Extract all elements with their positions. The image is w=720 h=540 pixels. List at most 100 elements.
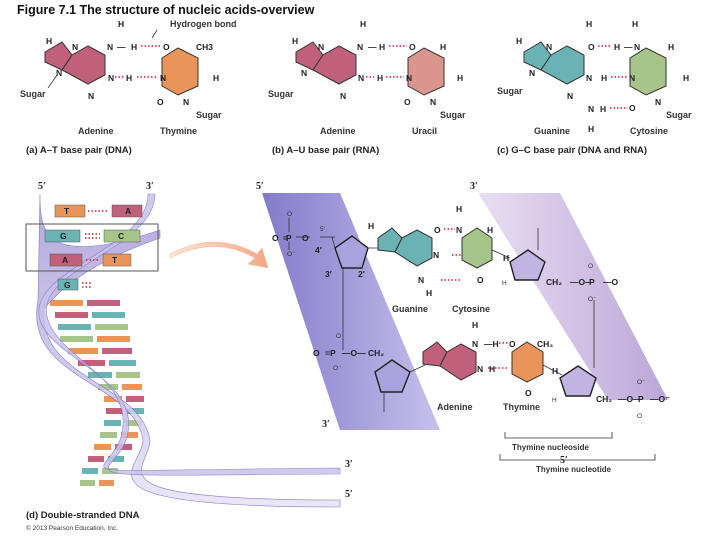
svg-text:3′: 3′ (325, 269, 332, 279)
svg-text:H: H (472, 320, 478, 330)
base-t-top (54, 204, 86, 218)
thymine-nucleoside-label: Thymine nucleoside (512, 443, 589, 452)
svg-text:N: N (629, 73, 635, 83)
sugar-label-c2: Sugar (666, 110, 692, 120)
detail-5prime-top: 5′ (256, 181, 264, 192)
base-t-label-2: T (112, 255, 118, 265)
svg-text:N: N (567, 91, 573, 101)
svg-text:2′: 2′ (358, 269, 365, 279)
svg-text:N: N (634, 42, 640, 52)
svg-text:—: — (624, 42, 633, 52)
molecular-detail: 5′ 3′ 3′ 5′ O = P O O O⁻ 5′ 4′ 3′ 2′ H O… (256, 181, 670, 474)
svg-text:N: N (357, 42, 363, 52)
nucleotide-bracket (499, 454, 656, 461)
svg-text:H: H (516, 36, 522, 46)
svg-text:H: H (118, 19, 124, 29)
svg-text:N: N (529, 68, 535, 78)
svg-text:N: N (588, 104, 594, 114)
caption-d: (d) Double-stranded DNA (26, 510, 140, 521)
guanine-six-ring (540, 45, 585, 85)
svg-text:N: N (183, 97, 189, 107)
sugar-ring-lower (374, 359, 411, 393)
uracil-label-b: Uracil (412, 126, 437, 136)
base-g-box (44, 229, 81, 243)
thymine-ring (161, 47, 199, 96)
cytosine-ring (629, 47, 667, 96)
sugar-label-a2: Sugar (196, 110, 222, 120)
adenine-label-b: Adenine (320, 126, 356, 136)
svg-text:=: = (283, 233, 288, 243)
svg-text:—O—: —O— (570, 277, 594, 287)
svg-text:N: N (655, 97, 661, 107)
svg-text:O: O (509, 339, 516, 349)
svg-text:O⁻: O⁻ (637, 379, 646, 386)
helix-3prime-bottom: 3′ (345, 459, 353, 470)
helix-rung-right (125, 420, 142, 426)
helix-rung-left (106, 408, 123, 414)
double-helix: 5′ 3′ T A G C A T G 3′ 5′ (d) Double-str… (25, 181, 353, 532)
helix-rung-left (60, 336, 93, 342)
svg-text:N: N (318, 42, 324, 52)
guanine-label-c: Guanine (534, 126, 570, 136)
svg-text:N: N (107, 42, 113, 52)
sugar-label-c: Sugar (497, 86, 523, 96)
sugar-label-a: Sugar (20, 89, 46, 99)
helix-backbone-front (36, 193, 341, 508)
svg-text:N: N (433, 250, 439, 260)
svg-text:P: P (638, 394, 644, 404)
svg-text:N: N (430, 97, 436, 107)
svg-text:N: N (472, 339, 478, 349)
svg-text:N: N (56, 68, 62, 78)
base-c-box (103, 229, 141, 243)
svg-text:O: O (525, 388, 532, 398)
hydrogen-bond-label: Hydrogen bond (170, 19, 237, 29)
base-a-label-2: A (62, 255, 68, 265)
svg-text:H: H (503, 253, 509, 263)
svg-text:CH₂: CH₂ (596, 394, 612, 404)
copyright-text: © 2013 Pearson Education, Inc. (26, 524, 118, 532)
base-t-box (102, 253, 132, 267)
svg-text:O: O (434, 225, 441, 235)
svg-text:N: N (358, 73, 364, 83)
svg-text:4′: 4′ (315, 245, 322, 255)
helix-rung-left (80, 480, 95, 486)
svg-text:O: O (302, 233, 309, 243)
svg-text:N: N (72, 42, 78, 52)
svg-text:=P: =P (325, 348, 336, 358)
svg-text:O⁻: O⁻ (333, 365, 342, 372)
helix-rung-right (122, 384, 142, 390)
helix-5prime-top: 5′ (38, 181, 46, 192)
svg-text:O: O (637, 413, 642, 420)
guanine-six-ring-detail (394, 229, 433, 267)
detail-3prime-bottom: 3′ (322, 419, 330, 430)
helix-3prime-top: 3′ (146, 181, 154, 192)
detail-3prime-top: 3′ (470, 181, 478, 192)
svg-text:CH₂: CH₂ (546, 277, 562, 287)
svg-text:N: N (406, 73, 412, 83)
svg-text:H: H (601, 73, 607, 83)
svg-text:N: N (477, 364, 483, 374)
svg-text:H: H (426, 288, 432, 298)
right-strand-band (478, 193, 668, 400)
helix-rung-left (82, 468, 98, 474)
svg-text:H: H (502, 280, 507, 287)
sugar-label-b2: Sugar (440, 110, 466, 120)
helix-rung-left (98, 384, 118, 390)
svg-text:O: O (163, 42, 170, 52)
helix-rung-right (127, 408, 144, 414)
panel-a-at-pair: H Hydrogen bond H N N N N N — H H Sugar … (20, 19, 237, 156)
adenine-label-a: Adenine (78, 126, 114, 136)
helix-rung-left (68, 348, 98, 354)
methyl-label: CH3 (196, 42, 213, 52)
thymine-nucleotide-label: Thymine nucleotide (536, 465, 612, 474)
nucleoside-bracket (504, 432, 613, 439)
svg-text:H: H (632, 19, 638, 29)
helix-rung-left (55, 312, 88, 318)
svg-text:N: N (586, 73, 592, 83)
svg-text:H: H (586, 19, 592, 29)
base-g-lower (57, 278, 79, 291)
helix-rung-right (102, 348, 132, 354)
svg-text:N: N (418, 275, 424, 285)
svg-text:N: N (88, 91, 94, 101)
